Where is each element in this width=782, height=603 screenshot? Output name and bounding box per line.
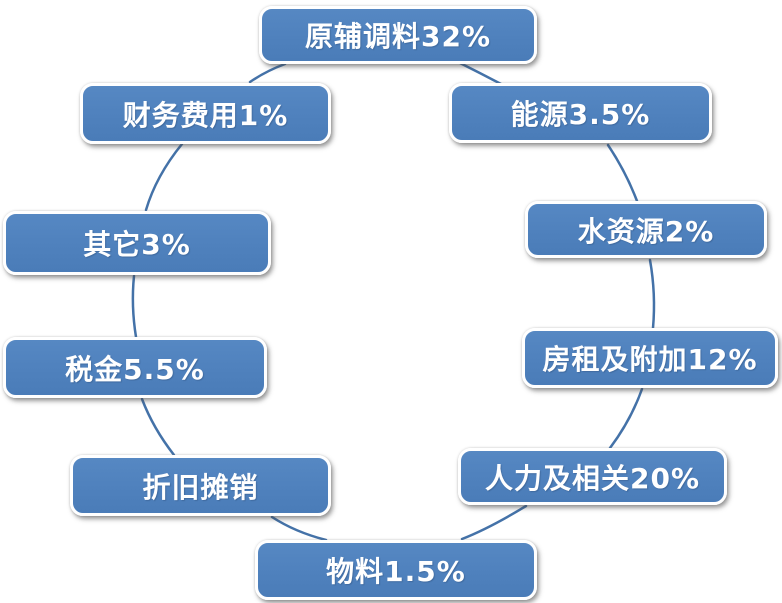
node-tax-label: 税金5.5%: [65, 352, 205, 386]
connector-depreciation-to-supplies: [270, 515, 328, 542]
node-other-label: 其它3%: [83, 228, 191, 261]
node-depreciation[interactable]: 折旧摊销: [70, 455, 331, 516]
connector-top-to-energy: [458, 61, 503, 86]
node-rent-label: 房租及附加12%: [542, 343, 758, 376]
node-supplies[interactable]: 物料1.5%: [255, 540, 537, 600]
node-other[interactable]: 其它3%: [3, 211, 271, 275]
connector-finance-to-other: [144, 142, 184, 212]
node-energy-label: 能源3.5%: [510, 98, 651, 131]
connector-tax-to-depreciation: [140, 397, 176, 457]
node-water-label: 水资源2%: [577, 214, 715, 248]
node-labor[interactable]: 人力及相关20%: [458, 448, 727, 505]
node-energy[interactable]: 能源3.5%: [449, 83, 712, 143]
node-rent[interactable]: 房租及附加12%: [522, 328, 778, 388]
connector-energy-to-water: [606, 143, 639, 203]
node-labor-label: 人力及相关20%: [484, 461, 701, 495]
node-finance-cost-label: 财务费用1%: [122, 98, 289, 132]
node-raw-materials[interactable]: 原辅调料32%: [259, 6, 537, 64]
connector-other-to-tax: [131, 274, 138, 339]
node-depreciation-label: 折旧摊销: [142, 470, 259, 504]
node-tax[interactable]: 税金5.5%: [3, 337, 267, 398]
connector-rent-to-labor: [608, 387, 644, 450]
connector-labor-to-supplies: [460, 504, 528, 541]
node-supplies-label: 物料1.5%: [326, 555, 466, 588]
node-finance-cost[interactable]: 财务费用1%: [80, 83, 331, 144]
node-water[interactable]: 水资源2%: [525, 201, 767, 258]
connector-finance-to-top: [248, 62, 287, 84]
connector-water-to-rent: [648, 258, 656, 330]
node-raw-materials-label: 原辅调料32%: [304, 20, 492, 53]
